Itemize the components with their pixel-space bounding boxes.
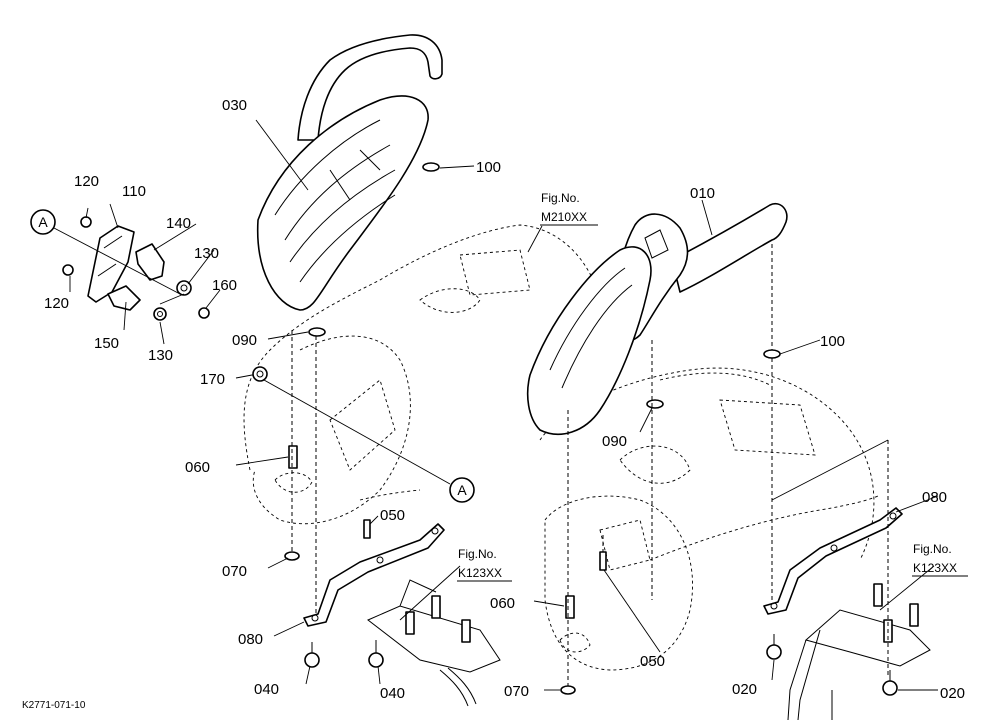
bolts-040 bbox=[304, 640, 384, 668]
fig-ref-bottom-left-number: K123XX bbox=[458, 566, 502, 580]
label-160: 160 bbox=[212, 277, 237, 294]
stud-060-left bbox=[288, 445, 298, 469]
label-040-right: 040 bbox=[380, 685, 405, 702]
fig-ref-bottom-right-number: K123XX bbox=[913, 561, 957, 575]
fig-ref-center-caption: Fig.No. bbox=[541, 191, 580, 205]
nuts-070 bbox=[284, 551, 576, 695]
label-030: 030 bbox=[222, 97, 247, 114]
frame-bracket-left bbox=[367, 579, 501, 707]
label-140: 140 bbox=[166, 215, 191, 232]
bolt-050-right bbox=[599, 551, 607, 571]
washers bbox=[308, 162, 781, 409]
label-100-top: 100 bbox=[476, 159, 501, 176]
fig-ref-bottom-left: Fig.No. K123XX bbox=[457, 547, 512, 582]
bolts-020 bbox=[766, 634, 898, 696]
label-120-bottom: 120 bbox=[44, 295, 69, 312]
part-110-bracket bbox=[87, 225, 135, 303]
fig-ref-bottom-left-caption: Fig.No. bbox=[458, 547, 497, 561]
label-120-top: 120 bbox=[74, 173, 99, 190]
leader-lines bbox=[69, 119, 939, 691]
label-060-left: 060 bbox=[185, 459, 210, 476]
label-070-right: 070 bbox=[504, 683, 529, 700]
label-110: 110 bbox=[122, 183, 146, 200]
fig-ref-center-number: M210XX bbox=[541, 210, 587, 224]
label-090-left: 090 bbox=[232, 332, 257, 349]
part-030-handle-cover bbox=[256, 34, 443, 311]
part-140-stay bbox=[135, 243, 165, 281]
label-050-right: 050 bbox=[640, 653, 665, 670]
bolt-050-left bbox=[363, 519, 371, 539]
part-130-nut bbox=[153, 280, 192, 321]
callout-a-label-2: A bbox=[457, 482, 467, 498]
stud-060-right bbox=[565, 595, 575, 619]
label-040-left: 040 bbox=[254, 681, 279, 698]
label-170: 170 bbox=[200, 371, 225, 388]
label-130-bottom: 130 bbox=[148, 347, 173, 364]
right-fender-outline bbox=[539, 367, 881, 671]
stay-080-right bbox=[763, 507, 903, 615]
label-080-right: 080 bbox=[922, 489, 947, 506]
stay-080-left bbox=[303, 523, 445, 627]
callout-a-bottom: A bbox=[263, 379, 475, 503]
diagram-code: K2771-071-10 bbox=[22, 700, 86, 711]
callout-a-label: A bbox=[38, 214, 48, 230]
fig-ref-bottom-right: Fig.No. K123XX bbox=[912, 542, 968, 577]
part-120-bolt bbox=[62, 216, 92, 276]
label-100-right: 100 bbox=[820, 333, 845, 350]
fig-ref-center: Fig.No. M210XX bbox=[540, 191, 598, 226]
part-150-stay bbox=[107, 285, 141, 311]
fig-ref-bottom-right-caption: Fig.No. bbox=[913, 542, 952, 556]
part-labels: 030 100 010 100 090 090 060 170 050 070 … bbox=[44, 97, 965, 702]
label-080-left: 080 bbox=[238, 631, 263, 648]
label-090-right: 090 bbox=[602, 433, 627, 450]
part-170-cap bbox=[252, 366, 268, 382]
label-050-left: 050 bbox=[380, 507, 405, 524]
label-130-top: 130 bbox=[194, 245, 219, 262]
label-150: 150 bbox=[94, 335, 119, 352]
part-160-bolt bbox=[198, 307, 210, 319]
label-010: 010 bbox=[690, 185, 715, 202]
part-010-handle-cover bbox=[526, 203, 788, 435]
callout-a-top: A bbox=[30, 209, 181, 295]
label-060-right: 060 bbox=[490, 595, 515, 612]
label-070-left: 070 bbox=[222, 563, 247, 580]
label-020-left: 020 bbox=[732, 681, 757, 698]
frame-bracket-right bbox=[787, 583, 931, 721]
label-020-right: 020 bbox=[940, 685, 965, 702]
assembly-lines bbox=[291, 244, 889, 686]
